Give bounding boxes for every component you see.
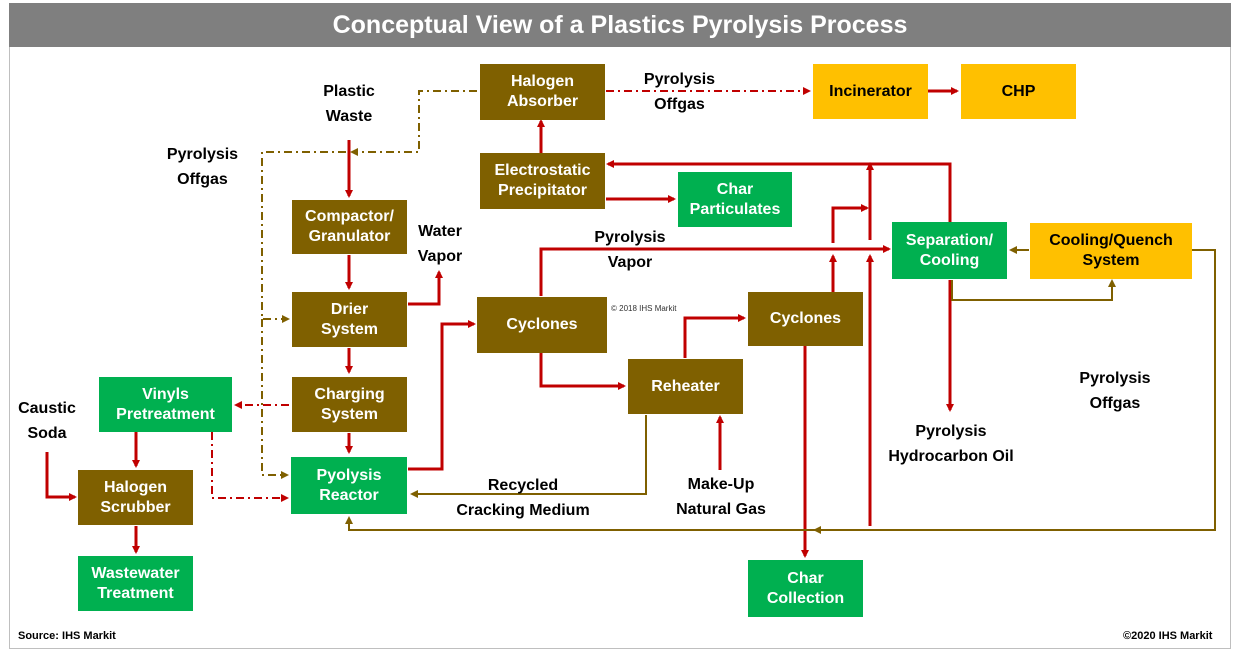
arrow-cyclones-to-reheater [539, 353, 626, 390]
arrow-drier-to-watervapor [408, 270, 443, 306]
pyrolysis-reactor-box: Pyolysis Reactor [291, 457, 407, 514]
diagram-title: Conceptual View of a Plastics Pyrolysis … [9, 3, 1231, 47]
wastewater-treatment-box: Wastewater Treatment [78, 556, 193, 611]
drier-system-box: Drier System [292, 292, 407, 347]
label-pyrolysis-offgas-top: Pyrolysis Offgas [643, 71, 716, 113]
arrow-offgas-down-to-reactor [261, 319, 289, 479]
arrow-offgas-to-drier [261, 151, 346, 323]
label-pyrolysis-offgas-right: Pyrolysis Offgas [1079, 370, 1151, 412]
label-pyrolysis-hydrocarbon-oil: Pyrolysis Hydrocarbon Oil [888, 423, 1014, 465]
arrow-reactor-to-cyclones [408, 320, 476, 471]
arrow-separation-top-to-electrostatic [606, 160, 952, 222]
label-pyrolysis-vapor: Pyrolysis Vapor [594, 229, 666, 271]
arrow-cyclones-vapor-to-separation [539, 245, 891, 296]
label-caustic-soda: Caustic Soda [18, 400, 76, 442]
char-particulates-box: Char Particulates [678, 172, 792, 227]
footer-copyright: ©2020 IHS Markit [1123, 630, 1213, 642]
arrow-reheater-recycle-to-reactor [410, 415, 647, 498]
arrow-quench-loop-to-reactor [345, 249, 1216, 531]
arrow-up-to-separation-junction [831, 204, 869, 243]
arrow-vinyls-to-reactor [211, 432, 289, 502]
footer-source: Source: IHS Markit [18, 630, 116, 642]
char-collection-box: Char Collection [748, 560, 863, 617]
arrow-caustic-to-scrubber [45, 452, 77, 501]
cyclones-primary-box: Cyclones [477, 297, 607, 353]
arrow-separation-to-quench [951, 279, 1116, 301]
watermark: © 2018 IHS Markit [611, 304, 677, 313]
chp-box: CHP [961, 64, 1076, 119]
incinerator-box: Incinerator [813, 64, 928, 119]
cooling-quench-box: Cooling/Quench System [1030, 223, 1192, 279]
vinyls-pretreatment-box: Vinyls Pretreatment [99, 377, 232, 432]
halogen-scrubber-box: Halogen Scrubber [78, 470, 193, 525]
compactor-granulator-box: Compactor/ Granulator [292, 200, 407, 254]
electrostatic-precipitator-box: Electrostatic Precipitator [480, 153, 605, 209]
label-pyrolysis-offgas-left: Pyrolysis Offgas [166, 146, 239, 188]
reheater-box: Reheater [628, 359, 743, 414]
charging-system-box: Charging System [292, 377, 407, 432]
label-makeup-natural-gas: Make-Up Natural Gas [676, 476, 766, 518]
label-plastic-waste: Plastic Waste [323, 83, 375, 125]
halogen-absorber-box: Halogen Absorber [480, 64, 605, 120]
cyclones-secondary-box: Cyclones [748, 292, 863, 346]
label-water-vapor: Water Vapor [417, 223, 463, 265]
separation-cooling-box: Separation/ Cooling [892, 222, 1007, 279]
label-recycled-cracking-medium: Recycled Cracking Medium [456, 477, 590, 519]
arrow-reheater-to-cyclones2 [683, 314, 746, 358]
